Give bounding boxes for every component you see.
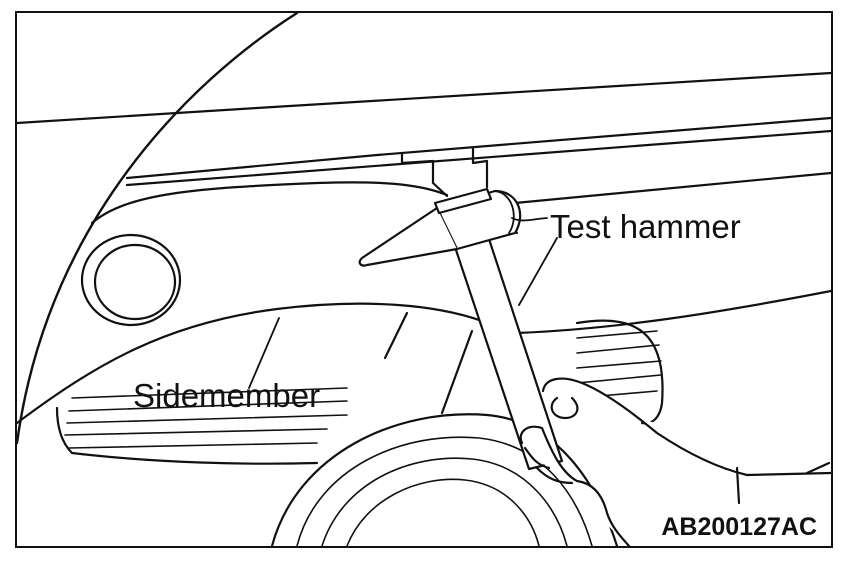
leader-test-hammer-2 — [518, 237, 558, 306]
lower-arm-right — [575, 319, 664, 425]
tire-groove-3 — [346, 478, 540, 546]
tire-outer — [270, 413, 619, 546]
hand-knuckle-2 — [535, 466, 574, 485]
label-test-hammer: Test hammer — [550, 208, 741, 245]
floor-edge-line — [125, 116, 831, 180]
lower-arm-hatching — [64, 330, 662, 449]
diagram-frame: Test hammer Sidemember AB200127AC — [15, 11, 833, 548]
sidemember-upper-edge-right — [513, 171, 831, 205]
hand-outline — [541, 377, 831, 477]
hammer-head-point — [358, 206, 459, 267]
hand-knuckle-1 — [523, 446, 551, 470]
tire-groove-2 — [321, 457, 568, 546]
sidemember-hole-inner — [93, 243, 177, 321]
hand-fingers — [519, 425, 631, 546]
leader-sidemember — [248, 317, 280, 389]
lower-arm-outline — [55, 406, 319, 465]
hammer-handle — [451, 231, 564, 471]
sleeve-cuff — [805, 461, 831, 475]
sidemember-lower-edge — [17, 302, 484, 425]
leader-test-hammer — [511, 217, 548, 222]
label-sidemember: Sidemember — [133, 377, 321, 414]
hammer-head-band — [433, 187, 493, 215]
sidemember-upper-edge — [90, 181, 449, 225]
sidemember-hole-outer — [80, 233, 182, 327]
upper-floor-line — [17, 71, 831, 125]
figure-id: AB200127AC — [659, 512, 819, 541]
bracket-left — [400, 151, 449, 198]
vertical-rib-1 — [383, 311, 409, 360]
hand — [519, 377, 831, 546]
hammer-tip-round — [494, 190, 515, 234]
floor-inner-line — [125, 129, 831, 187]
bracket-right — [471, 147, 489, 189]
sleeve-line — [735, 466, 741, 505]
hand-thumb — [550, 396, 579, 420]
sidemember-lower-edge-right — [515, 289, 831, 335]
test-hammer — [358, 187, 564, 471]
vertical-rib-2 — [440, 329, 474, 415]
line-drawing — [17, 13, 831, 546]
tire-groove-1 — [296, 436, 593, 546]
body-panel-outline — [17, 13, 299, 445]
